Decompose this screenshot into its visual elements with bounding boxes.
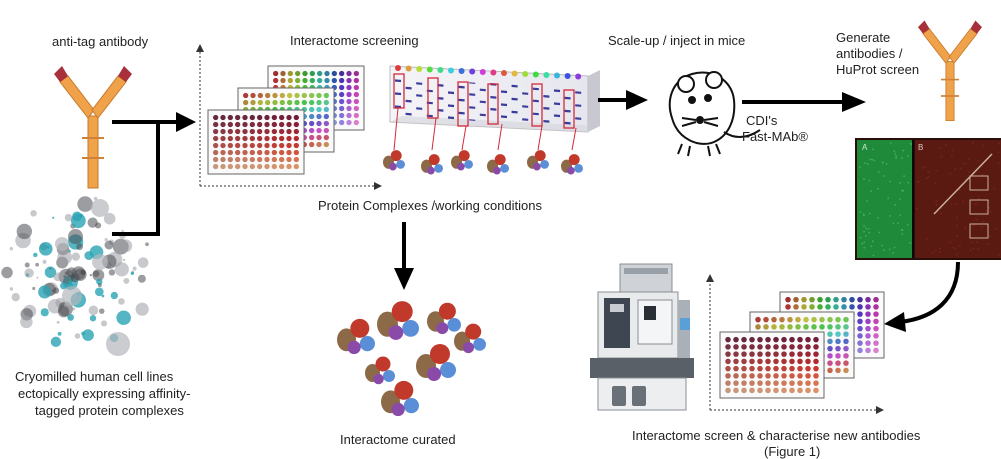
mass-spectrometer-icon [590,263,694,411]
label-characterise-2: (Figure 1) [764,444,820,459]
label-cdi-1: CDI's [746,113,778,128]
label-cryomilled-3: tagged protein complexes [35,403,184,418]
cell-cluster [1,196,149,356]
label-generate-1: Generate [836,30,890,45]
label-characterise-1: Interactome screen & characterise new an… [632,428,921,443]
label-cryomilled-1: Cryomilled human cell lines [15,369,174,384]
label-protein-complexes: Protein Complexes /working conditions [318,198,542,213]
label-interactome-curated: Interactome curated [340,432,456,447]
arrow-to-antibody [842,92,866,112]
arrow-to-bottom-plates [899,261,960,324]
merge-arrow [112,120,176,236]
label-generate-2: antibodies / [836,46,903,61]
arrow-to-curated [394,268,414,290]
antibody-icon-right [918,20,982,122]
axis-plates-bottom [709,278,880,411]
merge-arrow-head [176,112,196,132]
mouse-icon [668,71,761,157]
svg-text:A: A [862,143,868,152]
protein-complex-cluster [337,301,486,417]
label-scale-up: Scale-up / inject in mice [608,33,745,48]
label-cdi-2: Fast-MAb® [742,129,808,144]
label-cryomilled-2: ectopically expressing affinity- [18,386,190,401]
axis-plates-top [199,48,378,187]
label-anti-tag-antibody: anti-tag antibody [52,34,149,49]
arrow-to-mouse [626,90,648,110]
well-plate-icon-stack-top [207,65,365,175]
label-generate-3: HuProt screen [836,62,919,77]
well-plate-icon-stack-bottom [719,291,885,399]
protein-complex-row [383,107,583,175]
svg-text:B: B [918,143,923,152]
label-interactome-screening: Interactome screening [290,33,419,48]
microarray-icon: A B [855,138,1001,260]
gel-icon [389,65,600,133]
antibody-icon-left [54,66,132,189]
